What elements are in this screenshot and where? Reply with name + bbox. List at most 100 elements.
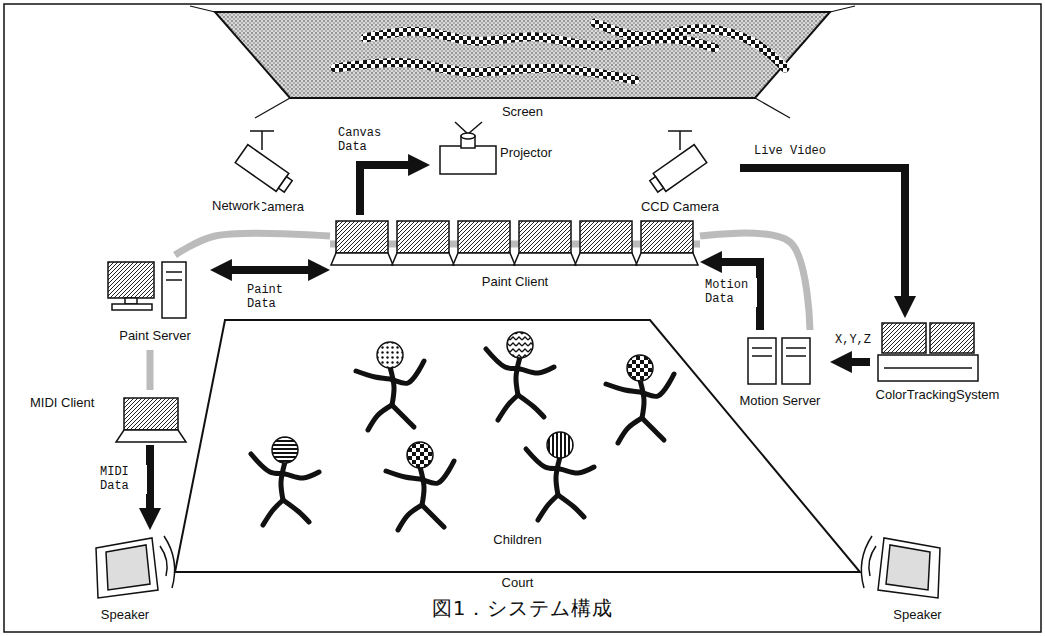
- paint-server-icon: [108, 262, 186, 318]
- child-limb: [498, 395, 518, 420]
- laptop-base: [392, 253, 454, 265]
- projection-screen: Screen: [215, 8, 830, 126]
- projected-stroke: [595, 23, 785, 68]
- laptop-base: [636, 253, 698, 265]
- paint-server-icon-part: [166, 271, 182, 273]
- child-limb: [398, 505, 422, 530]
- child-limb: [422, 505, 444, 527]
- figure-caption: 図1．システム構成: [0, 595, 1045, 622]
- laptop-screen: [336, 221, 388, 253]
- network-line: [175, 233, 330, 255]
- ccd-camera-icon-part-part: [650, 177, 664, 192]
- child-limb: [420, 467, 424, 505]
- laptop-row: [331, 221, 698, 265]
- laptop-base: [453, 253, 515, 265]
- ccd-camera-icon: [235, 131, 294, 195]
- child-limb: [368, 405, 392, 430]
- tracking-system-icon-part: [882, 323, 926, 353]
- children-figures: [251, 332, 674, 530]
- speaker-icon-part: [164, 536, 175, 588]
- tracking-system-icon-part: [878, 355, 978, 381]
- projection-screen-shape: [215, 12, 830, 98]
- edge-label: Live Video: [752, 144, 828, 158]
- child-limb: [263, 500, 283, 525]
- laptop-screen: [397, 221, 449, 253]
- laptop-screen: [580, 221, 632, 253]
- projected-stroke: [335, 63, 635, 80]
- ccd-camera: CCD Camera: [620, 128, 740, 216]
- tracking-system-icon-part: [930, 323, 974, 353]
- speaker-icon: [861, 536, 940, 598]
- child-head: [627, 355, 653, 381]
- speaker-icon-part: [106, 545, 150, 590]
- paint-server-icon-part: [166, 279, 182, 281]
- tracking-system-icon: [878, 323, 978, 381]
- motion-server-icon-part: [782, 338, 810, 384]
- motion-server-icon-part: [748, 338, 776, 384]
- speaker-icon-part: [160, 546, 167, 576]
- data-arrow: [844, 358, 870, 366]
- midi-laptop-icon-part: [116, 430, 186, 442]
- court-outline: [175, 320, 860, 595]
- tracking-system-icon-part: [884, 367, 972, 369]
- court: ChildrenCourt: [175, 320, 860, 595]
- paint-client: Paint Client: [330, 215, 700, 295]
- motion-server-icon-part: [786, 355, 806, 357]
- device-label: Projector: [500, 146, 552, 161]
- data-arrow: [146, 445, 154, 516]
- motion-server-icon-part: [752, 355, 772, 357]
- device-label: CCD Camera: [620, 200, 740, 215]
- laptop-base: [514, 253, 576, 265]
- child-head: [507, 332, 533, 358]
- color-tracking-system: ColorTrackingSystem: [870, 318, 1005, 408]
- ccd-camera-icon: [647, 131, 706, 195]
- child-limb: [556, 457, 560, 495]
- network-line: [147, 350, 154, 390]
- speaker-icon-part: [878, 538, 940, 598]
- paint-server-icon-part: [112, 304, 152, 310]
- edge-label: X,Y,Z: [833, 333, 873, 347]
- child-limb: [283, 500, 309, 522]
- child-head: [547, 432, 573, 458]
- figure-frame: [4, 4, 1041, 632]
- child-head: [377, 342, 403, 368]
- laptop-screen: [458, 221, 510, 253]
- device-label: ColorTrackingSystem: [870, 388, 1005, 403]
- laptop-screen: [641, 221, 693, 253]
- laptop-screen: [519, 221, 571, 253]
- speaker-icon-part: [96, 538, 158, 598]
- speaker: Speaker: [870, 530, 965, 625]
- projector-icon-part: [461, 133, 475, 139]
- court-shape: [175, 320, 860, 572]
- laptop-base: [575, 253, 637, 265]
- paint-server-icon-part: [162, 262, 186, 318]
- device-label: Screen: [215, 105, 830, 120]
- device-label: Speaker: [80, 608, 170, 623]
- speaker: Speaker: [80, 530, 170, 625]
- device-label: Paint Client: [330, 275, 700, 290]
- ccd-camera-icon-part: [235, 145, 294, 196]
- device-label: Court: [175, 576, 860, 591]
- speaker-icon-part: [869, 546, 876, 576]
- screen-support: [190, 6, 855, 118]
- speaker-icon-part: [861, 536, 872, 588]
- screen-support-part: [830, 6, 855, 12]
- device-label: Speaker: [870, 608, 965, 623]
- child-limb: [516, 357, 520, 395]
- laptop-base: [331, 253, 393, 265]
- child-head: [407, 442, 433, 468]
- edge-label: Canvas Data: [336, 126, 396, 155]
- edge-label: MIDI Data: [98, 465, 147, 494]
- child-limb: [558, 495, 584, 517]
- child-limb: [538, 495, 558, 520]
- edge-label: Network: [210, 198, 262, 214]
- device-label: Motion Server: [730, 394, 830, 409]
- child-limb: [618, 418, 642, 443]
- projector-icon-part: [468, 122, 482, 134]
- motion-server-icon-part: [786, 347, 806, 349]
- child-limb: [518, 395, 544, 417]
- edge-label: Motion Data: [703, 278, 757, 307]
- child-limb: [281, 462, 285, 500]
- screen-support-part: [190, 6, 215, 12]
